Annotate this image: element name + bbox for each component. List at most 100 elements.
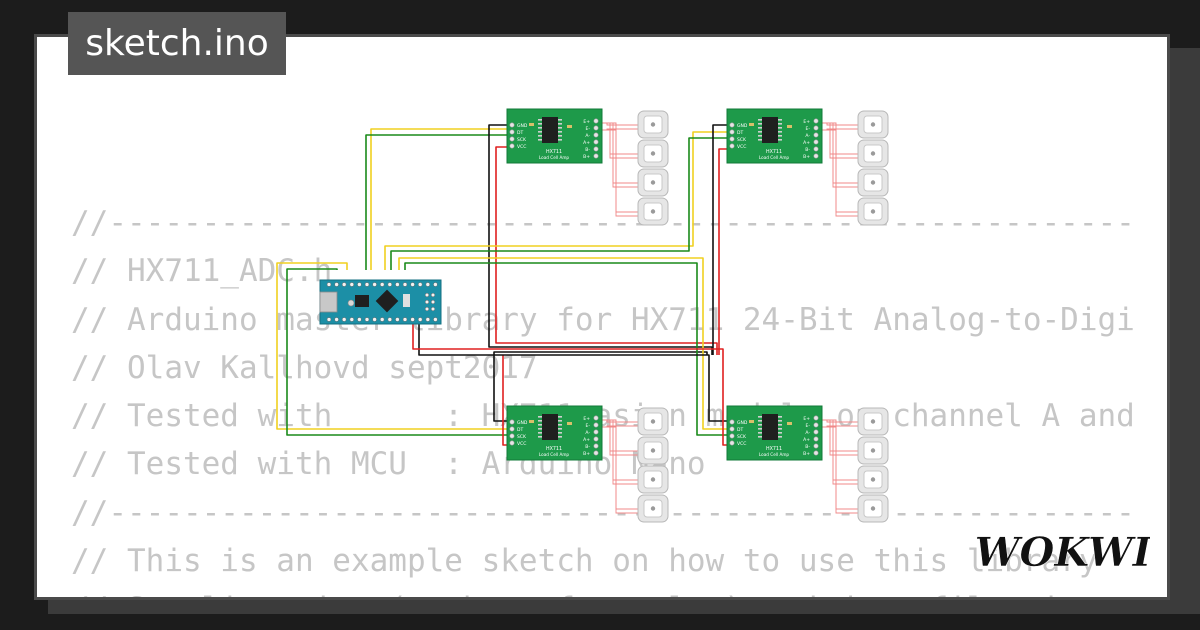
icsp-pin xyxy=(424,292,430,298)
pin-label: A- xyxy=(585,430,590,436)
nano-pin xyxy=(395,317,400,322)
load-cell-screw xyxy=(650,209,656,214)
hx711-chip xyxy=(762,117,778,143)
load-cell-screw xyxy=(870,180,876,185)
pin-right xyxy=(813,443,819,449)
chip-leg xyxy=(558,416,562,418)
pin-label: E- xyxy=(806,126,811,132)
chip-leg xyxy=(778,119,782,121)
pin-dt xyxy=(509,129,515,135)
chip-leg xyxy=(558,432,562,434)
pin-label: VCC xyxy=(517,441,526,447)
pin-label: SCK xyxy=(737,434,747,440)
load-cell-screw xyxy=(650,151,656,156)
pin-right xyxy=(593,443,599,449)
nano-pin xyxy=(425,317,431,322)
chip-leg xyxy=(778,432,782,434)
wire xyxy=(384,131,731,270)
wire xyxy=(495,146,718,355)
pin-label: B+ xyxy=(803,154,810,160)
pin-right xyxy=(813,429,819,435)
pin-label: B- xyxy=(805,147,810,153)
nano-pin xyxy=(433,282,438,287)
chip-leg xyxy=(538,416,542,418)
hx711-sublabel: Load Cell Amp xyxy=(539,155,569,160)
pin-label: E+ xyxy=(583,119,590,125)
pin-label: B- xyxy=(585,147,590,153)
pin-label: DT xyxy=(737,130,743,136)
wire xyxy=(404,262,731,436)
chip-leg xyxy=(558,135,562,137)
chip-leg xyxy=(778,139,782,141)
pin-label: GND xyxy=(517,123,528,129)
arduino-nano xyxy=(319,279,442,325)
chip-leg xyxy=(538,420,542,422)
nano-pin xyxy=(372,317,377,322)
hx711-label: HX711 xyxy=(766,149,782,155)
pin-right xyxy=(813,118,819,124)
load-cell-screw xyxy=(870,419,876,424)
chip-leg xyxy=(538,131,542,133)
nano-board xyxy=(319,279,442,325)
smd-part xyxy=(567,422,572,425)
pin-label: VCC xyxy=(737,144,746,150)
pin-vcc xyxy=(729,143,735,149)
load-cell-screw xyxy=(870,506,876,511)
sensor-wire xyxy=(822,122,860,213)
code-line: //--------------------------------------… xyxy=(71,205,1135,241)
pin-right xyxy=(813,422,819,428)
nano-pin xyxy=(402,317,408,322)
chip-leg xyxy=(778,428,782,430)
sensor-wire xyxy=(602,419,640,452)
hx711-sublabel: Load Cell Amp xyxy=(539,452,569,457)
load-cell-screw xyxy=(870,122,876,127)
chip-leg xyxy=(758,139,762,141)
pin-sck xyxy=(729,433,735,439)
code-line: // This is an example sketch on how to u… xyxy=(71,543,1098,580)
pin-gnd xyxy=(729,122,735,128)
chip-leg xyxy=(758,119,762,121)
code-background: //--------------------------------------… xyxy=(71,199,1135,597)
load-cell-screw xyxy=(650,477,656,482)
pin-label: B- xyxy=(585,444,590,450)
pin-gnd xyxy=(729,419,735,425)
nano-pin xyxy=(364,282,370,287)
icsp-pin xyxy=(430,292,436,298)
icsp-pin xyxy=(430,299,436,305)
pin-label: B- xyxy=(805,444,810,450)
load-cell-screw xyxy=(650,122,656,127)
wire xyxy=(493,351,708,422)
pin-vcc xyxy=(509,143,515,149)
nano-pin xyxy=(425,282,431,287)
nano-pin xyxy=(349,317,355,322)
pin-label: E- xyxy=(586,423,591,429)
hx711-sublabel: Load Cell Amp xyxy=(759,155,789,160)
smd-part xyxy=(787,422,792,425)
pin-label: A+ xyxy=(583,437,590,443)
pin-label: E+ xyxy=(583,416,590,422)
chip-leg xyxy=(558,428,562,430)
pin-label: VCC xyxy=(517,144,526,150)
chip-leg xyxy=(758,424,762,426)
wire xyxy=(286,268,511,436)
nano-pin xyxy=(326,282,332,287)
sensor-wire xyxy=(822,122,860,155)
nano-pin xyxy=(364,317,370,322)
code-line: // Tested with MCU : Arduino Nano xyxy=(71,446,706,483)
sketch-title: sketch.ino xyxy=(68,12,286,75)
sensor-wire xyxy=(822,122,860,184)
load-cell-set xyxy=(637,407,669,523)
code-line: // HX711_ADC.h xyxy=(71,253,333,290)
pin-label: A+ xyxy=(803,140,810,146)
chip-leg xyxy=(758,127,762,129)
pin-right xyxy=(813,450,819,456)
load-cell-screw xyxy=(650,180,656,185)
pin-label: E+ xyxy=(803,119,810,125)
nano-pin xyxy=(410,282,415,287)
pin-right xyxy=(593,429,599,435)
pin-dt xyxy=(509,426,515,432)
code-line: // Arduino master library for HX711 24-B… xyxy=(71,301,1135,338)
wire xyxy=(276,262,511,430)
